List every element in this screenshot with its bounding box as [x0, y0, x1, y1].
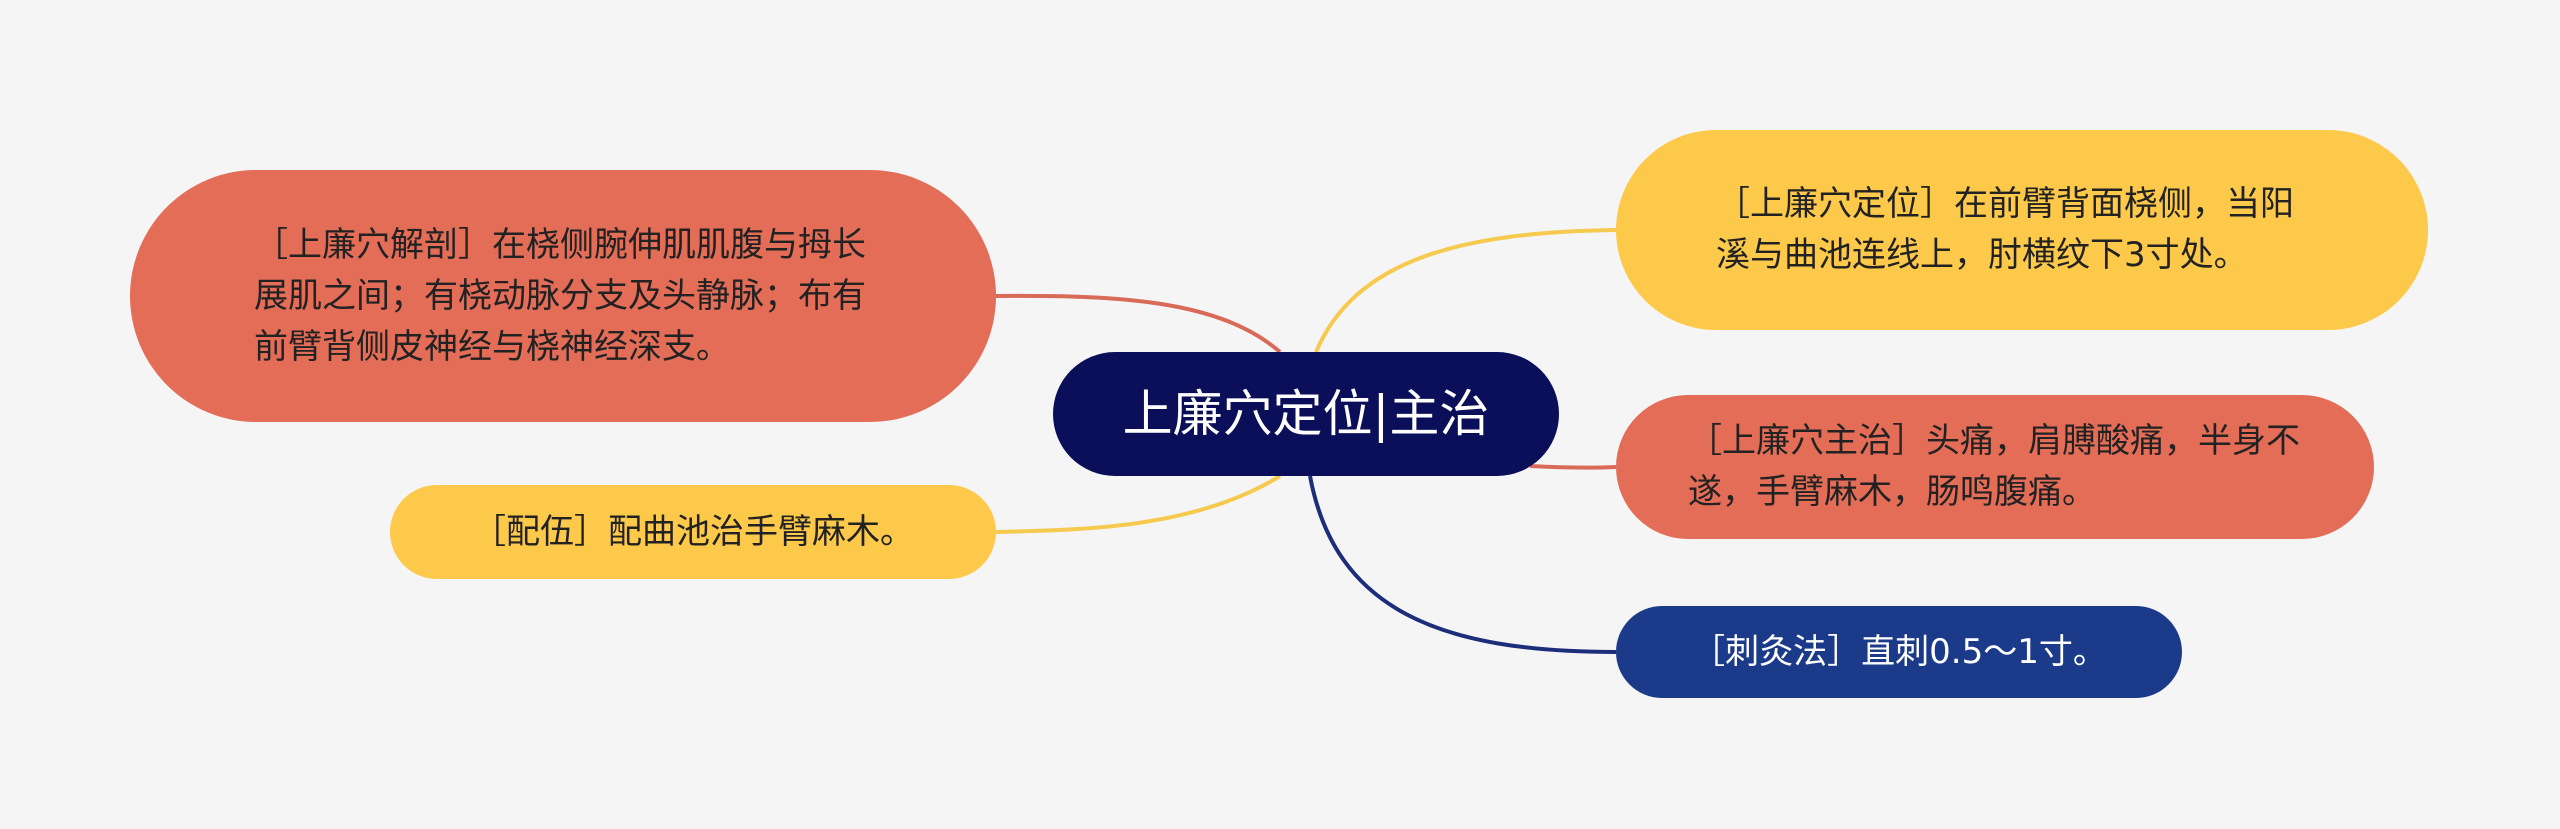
- central-topic[interactable]: 上廉穴定位|主治: [1053, 352, 1559, 476]
- branch-location[interactable]: ［上廉穴定位］在前臂背面桡侧，当阳溪与曲池连线上，肘横纹下3寸处。: [1616, 130, 2428, 330]
- branch-anatomy-text: ［上廉穴解剖］在桡侧腕伸肌肌腹与拇长展肌之间；有桡动脉分支及头静脉；布有前臂背侧…: [254, 224, 866, 367]
- branch-zhuzhi[interactable]: ［上廉穴主治］头痛，肩膊酸痛，半身不遂，手臂麻木，肠鸣腹痛。: [1616, 395, 2374, 539]
- connector-anatomy: [995, 293, 1282, 354]
- central-topic-label: 上廉穴定位|主治: [1122, 385, 1490, 443]
- branch-peiwu-text: ［配伍］配曲池治手臂麻木。: [472, 511, 914, 552]
- connector-peiwu: [995, 474, 1282, 534]
- branch-location-text: ［上廉穴定位］在前臂背面桡侧，当阳溪与曲池连线上，肘横纹下3寸处。: [1716, 184, 2294, 275]
- branch-peiwu[interactable]: ［配伍］配曲池治手臂麻木。: [390, 485, 996, 579]
- connector-cijiu: [1308, 475, 1617, 654]
- branch-zhuzhi-text: ［上廉穴主治］头痛，肩膊酸痛，半身不遂，手臂麻木，肠鸣腹痛。: [1688, 421, 2300, 512]
- connector-location: [1314, 228, 1617, 353]
- connector-zhuzhi: [1529, 464, 1617, 470]
- branch-anatomy[interactable]: ［上廉穴解剖］在桡侧腕伸肌肌腹与拇长展肌之间；有桡动脉分支及头静脉；布有前臂背侧…: [130, 170, 996, 422]
- branch-cijiu-text: ［刺灸法］直刺0.5～1寸。: [1691, 631, 2107, 672]
- branch-cijiu[interactable]: ［刺灸法］直刺0.5～1寸。: [1616, 606, 2182, 698]
